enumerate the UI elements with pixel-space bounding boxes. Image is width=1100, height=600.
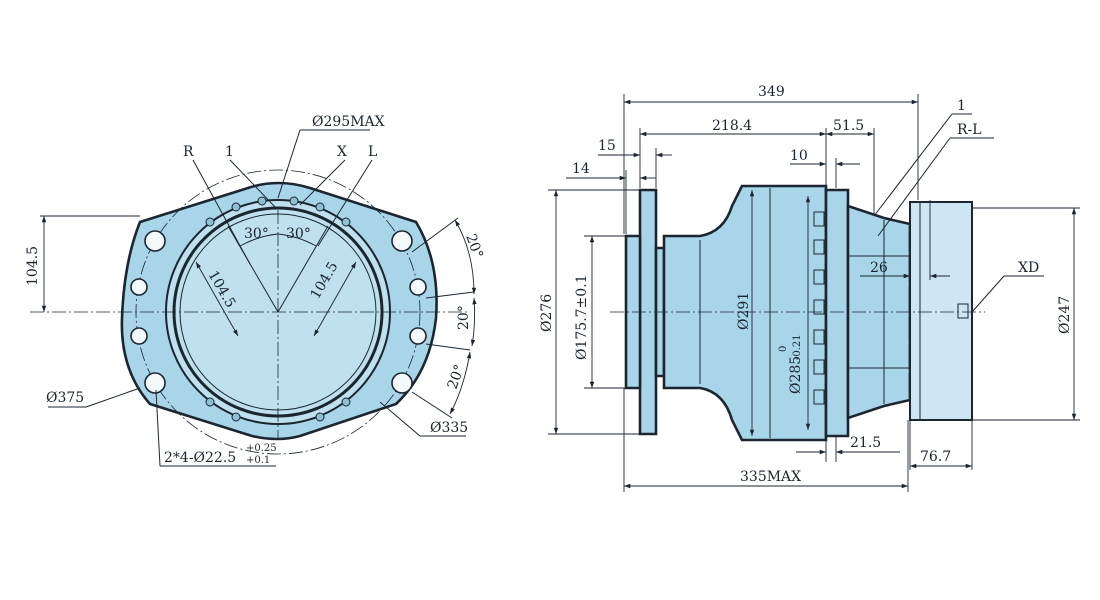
label-angle-bot: 20° [445, 363, 469, 392]
label-flange-t1: 15 [598, 138, 616, 154]
bolt-hole [409, 278, 427, 296]
bolt-hole [391, 372, 413, 394]
label-dia-285: Ø285 [788, 356, 804, 394]
label-dim-left-offset: 104.5 [25, 246, 41, 286]
label-dim-10: 10 [790, 148, 808, 164]
label-bolt-circle: Ø375 [46, 390, 84, 406]
label-dia-285-tol-lower: -0.21 [792, 334, 803, 360]
label-len-main: 218.4 [712, 118, 752, 134]
bolt-hole [391, 230, 413, 252]
label-one: 1 [225, 144, 234, 160]
side-view: 349 218.4 51.5 15 14 10 1 R-L 26 XD Ø276… [539, 84, 1080, 492]
label-len-max: 335MAX [740, 469, 801, 485]
label-one: 1 [957, 98, 966, 114]
bolt-hole [130, 327, 148, 345]
side-ring-notches [813, 211, 825, 405]
label-l: L [368, 144, 377, 160]
label-dia-291: Ø291 [736, 292, 752, 330]
label-x: X [337, 144, 347, 160]
bolt-hole [130, 278, 148, 296]
label-xd: XD [1018, 260, 1039, 276]
bolt-hole [144, 372, 166, 394]
side-brake-housing [909, 201, 973, 421]
label-angle-mid: 20° [456, 305, 472, 330]
label-dia-247: Ø247 [1057, 296, 1073, 334]
front-view: R 1 Ø295MAX X L 30° 30° 104.5 104.5 104.… [25, 114, 486, 467]
label-outer-diameter: Ø335 [430, 420, 468, 436]
label-len-total: 349 [758, 84, 785, 100]
label-len-step: 51.5 [833, 118, 864, 134]
label-holes-tol-upper: +0.25 [246, 443, 277, 454]
label-r: R [183, 144, 194, 160]
label-holes-spec: 2*4-Ø22.5 [164, 450, 236, 466]
label-flange-t2: 14 [572, 161, 590, 177]
small-holes [205, 196, 351, 422]
label-dia-276: Ø276 [539, 294, 555, 332]
label-r-l: R-L [957, 122, 982, 138]
label-dim-21-5: 21.5 [850, 435, 881, 451]
label-dim-76-7: 76.7 [920, 449, 951, 465]
bolt-hole [409, 327, 427, 345]
label-flange-max: Ø295MAX [312, 114, 385, 130]
label-angle-left: 30° [244, 226, 269, 242]
label-dia-175: Ø175.7±0.1 [574, 274, 590, 360]
side-ring-section [824, 188, 850, 438]
label-angle-right: 30° [286, 226, 311, 242]
bolt-hole [144, 230, 166, 252]
label-dim-26: 26 [870, 260, 888, 276]
label-dia-285-tol-upper: 0 [778, 346, 789, 352]
label-angle-top: 20° [462, 232, 486, 261]
label-holes-tol-lower: +0.1 [246, 455, 270, 466]
